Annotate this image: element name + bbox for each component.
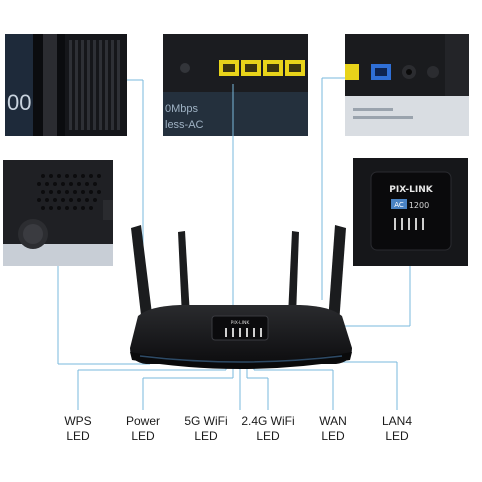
router-brand-name: PIX-LINK <box>231 320 251 326</box>
router-led-indicators <box>225 328 262 337</box>
led-label-line1: 5G WiFi <box>184 414 228 428</box>
led-label-power: Power LED <box>105 414 181 444</box>
led-label-line1: LAN4 <box>381 414 413 428</box>
side-grille-photo: 00 <box>5 34 127 136</box>
led-label-line2: LED <box>194 429 218 443</box>
panel-corner-vents <box>3 160 113 266</box>
wan-ports-photo <box>345 34 469 136</box>
badge-brand-name: PIX-LINK <box>389 185 434 195</box>
led-label-lan4: LAN4 LED <box>359 414 435 444</box>
panel-standard-text: less-AC <box>165 119 204 131</box>
corner-vents-photo <box>3 160 113 266</box>
led-label-line1: WAN <box>319 414 347 428</box>
led-label-5g-wifi: 5G WiFi LED <box>168 414 244 444</box>
led-label-line1: Power <box>125 414 160 428</box>
panel-lan-ports: 0Mbps less-AC <box>163 34 308 136</box>
led-label-line2: LED <box>321 429 345 443</box>
led-label-line2: LED <box>131 429 155 443</box>
led-label-line2: LED <box>66 429 90 443</box>
led-label-row: WPS LED Power LED 5G WiFi LED 2.4G WiFi … <box>0 414 482 454</box>
panel-wan-ports <box>345 34 469 136</box>
badge-model-tag: AC <box>394 201 404 209</box>
panel-fragment-text: 00 <box>7 90 31 115</box>
led-label-line2: LED <box>385 429 409 443</box>
panel-side-grille: 00 <box>5 34 127 136</box>
callout-lines <box>57 77 411 410</box>
panel-speed-text: 0Mbps <box>165 103 199 115</box>
led-label-2-4g-wifi: 2.4G WiFi LED <box>230 414 306 444</box>
lan-port-group <box>219 60 305 76</box>
led-label-wan: WAN LED <box>295 414 371 444</box>
led-label-line2: LED <box>256 429 280 443</box>
badge-model-number: 1200 <box>409 201 429 210</box>
antennas <box>131 225 346 324</box>
lan-ports-photo: 0Mbps less-AC <box>163 34 308 136</box>
led-label-wps: WPS LED <box>40 414 116 444</box>
top-badge-photo: PIX-LINK AC 1200 <box>353 158 468 266</box>
panel-top-badge: PIX-LINK AC 1200 <box>353 158 468 266</box>
led-label-line1: WPS <box>64 414 92 428</box>
led-label-line1: 2.4G WiFi <box>241 414 295 428</box>
